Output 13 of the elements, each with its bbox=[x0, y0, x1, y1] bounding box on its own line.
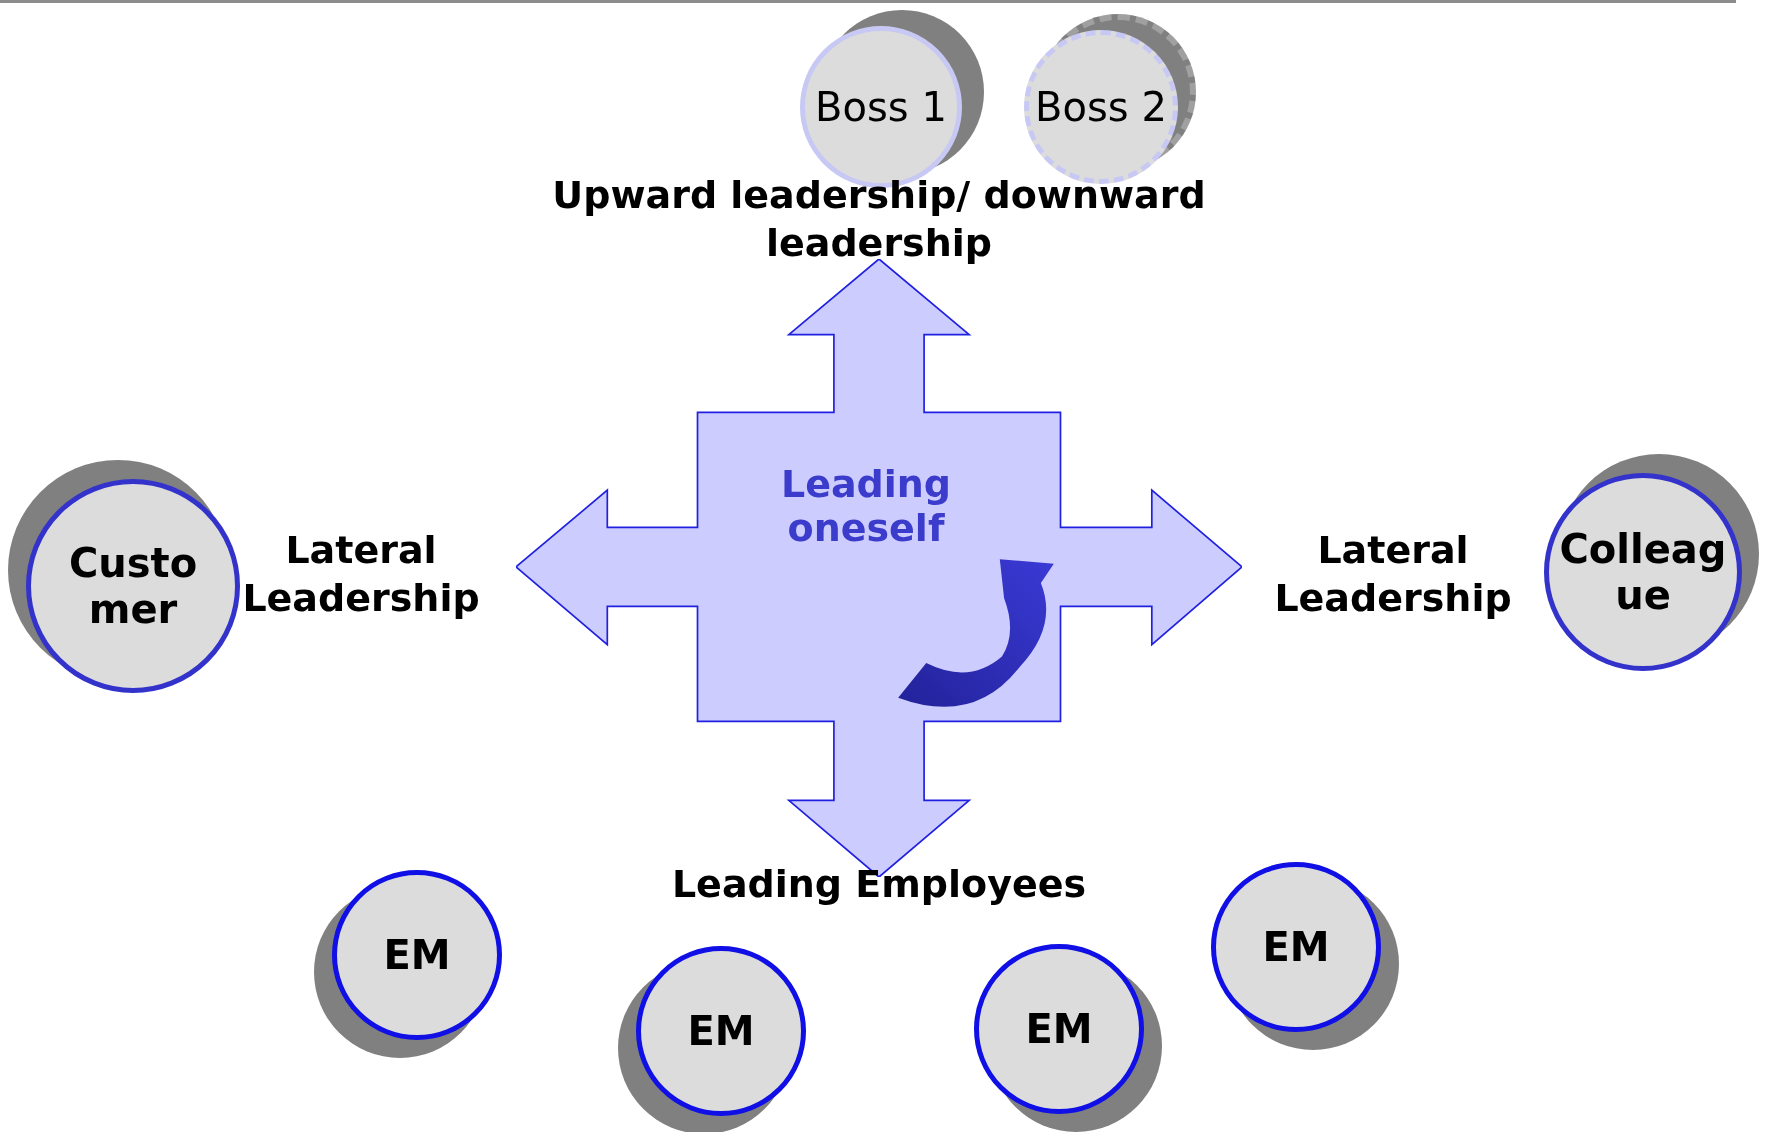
circle-label: EM bbox=[1261, 923, 1331, 972]
circle-label: EM bbox=[1024, 1005, 1094, 1054]
circle-label: Boss 2 bbox=[1034, 83, 1168, 132]
direction-label: Upward leadership/ downward leadership bbox=[551, 172, 1207, 267]
direction-label: Lateral Leadership bbox=[1273, 527, 1513, 622]
circle-label: EM bbox=[382, 931, 452, 980]
circle-label: Colleag ue bbox=[1558, 526, 1728, 618]
circle-label: EM bbox=[686, 1007, 756, 1056]
circle-label: Boss 1 bbox=[814, 83, 948, 132]
center-label: Leading oneself bbox=[779, 463, 953, 551]
direction-label: Leading Employees bbox=[670, 861, 1088, 908]
circle-label: Custo mer bbox=[68, 540, 198, 632]
direction-label: Lateral Leadership bbox=[241, 527, 481, 622]
